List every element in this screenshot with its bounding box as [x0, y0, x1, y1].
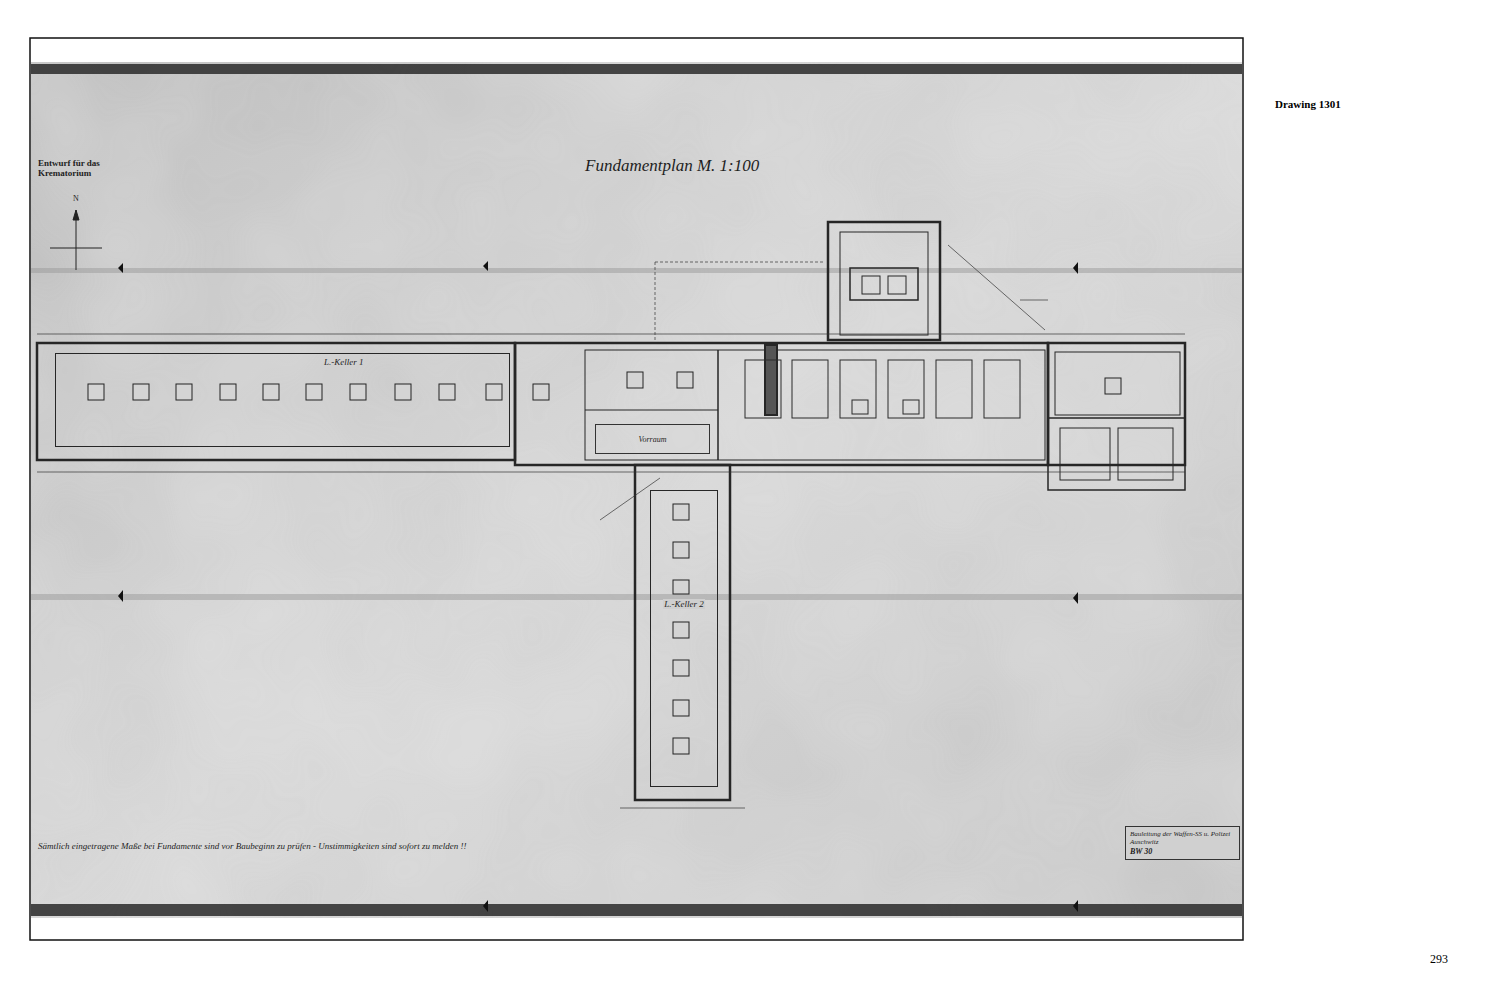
page-frame	[30, 38, 1243, 940]
room-label: Bauleitung der Waffen-SS u. Polizei Ausc…	[1130, 830, 1235, 847]
page-number: 293	[1430, 952, 1448, 967]
cellar-room: L.-Keller 2	[650, 490, 718, 787]
north-mark: N	[73, 194, 79, 203]
plan-sheet	[31, 62, 1242, 918]
cellar-room: L.-Keller 1	[55, 353, 510, 447]
furnace-foundations	[745, 360, 1020, 418]
dimension-lines	[37, 245, 1185, 808]
drawing-heading: Entwurf für das Krematorium	[38, 158, 116, 179]
room-sublabel: BW 30	[1130, 847, 1235, 857]
plan-title: Fundamentplan M. 1:100	[585, 156, 759, 176]
room-label: Vorraum	[638, 435, 666, 444]
sheet-bands	[31, 64, 1242, 916]
room-label: L.-Keller 2	[663, 599, 705, 609]
foundation-walls	[37, 222, 1185, 800]
room-label: L.-Keller 1	[324, 357, 364, 367]
construction-note: Sämtlich eingetragene Maße bei Fundament…	[38, 841, 466, 851]
anteroom: Vorraum	[595, 424, 710, 454]
sheet-texture	[31, 62, 1242, 918]
figure-number: Drawing 1301	[1275, 98, 1341, 110]
title-block: Bauleitung der Waffen-SS u. Polizei Ausc…	[1125, 826, 1240, 860]
pillar-footings	[88, 372, 1121, 754]
north-arrow	[50, 210, 102, 270]
